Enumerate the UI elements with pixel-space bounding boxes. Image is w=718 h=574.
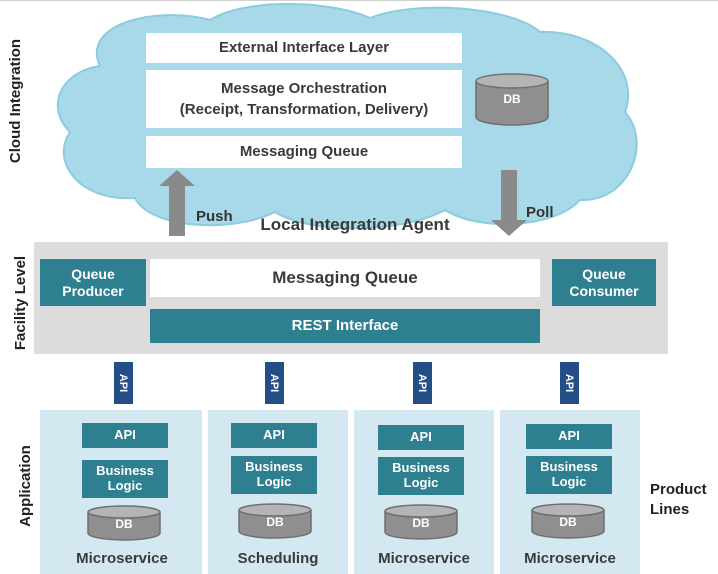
orchestration-subtitle: (Receipt, Transformation, Delivery) <box>179 101 429 118</box>
service-2-api-label: API <box>263 427 285 443</box>
api-tag-4: API <box>560 362 579 404</box>
service-4-business-logic: Business Logic <box>526 456 612 494</box>
service-2-business-logic: Business Logic <box>231 456 317 494</box>
service-1-api: API <box>82 423 168 448</box>
local-integration-agent-title: Local Integration Agent <box>260 215 450 234</box>
row-label-cloud: Cloud Integration <box>7 38 24 164</box>
product-lines-line2: Lines <box>650 501 690 518</box>
service-4-db-icon <box>531 503 605 539</box>
api-tag-4-label: API <box>563 373 576 393</box>
service-2-logic-line1: Business <box>245 459 303 475</box>
service-3-logic-line2: Logic <box>403 475 439 490</box>
service-4-logic-line1: Business <box>540 459 598 475</box>
rest-interface-label: REST Interface <box>291 317 399 335</box>
service-4-db-label: DB <box>559 515 577 529</box>
service-1-name: Microservice <box>76 550 168 567</box>
rest-interface-box: REST Interface <box>150 309 540 343</box>
service-3-business-logic: Business Logic <box>378 457 464 495</box>
service-3-api: API <box>378 425 464 450</box>
service-1-logic-line2: Logic <box>107 478 143 493</box>
product-lines-line1: Product <box>650 481 707 498</box>
queue-consumer-line2: Consumer <box>569 282 639 299</box>
cloud-messaging-queue-label: Messaging Queue <box>239 143 369 160</box>
service-4-logic-line2: Logic <box>551 474 587 489</box>
api-tag-1: API <box>114 362 133 404</box>
service-2-api: API <box>231 423 317 448</box>
api-tag-2-label: API <box>268 373 281 393</box>
api-tag-3: API <box>413 362 432 404</box>
top-divider <box>0 0 718 1</box>
cloud-db-icon <box>475 73 549 126</box>
product-lines-label: Product Lines <box>650 480 718 520</box>
orchestration-title: Message Orchestration <box>221 80 387 97</box>
external-interface-label: External Interface Layer <box>218 39 390 56</box>
service-4-name: Microservice <box>524 550 616 567</box>
service-3-db-icon <box>384 504 458 540</box>
service-3-logic-line1: Business <box>392 460 450 476</box>
poll-label: Poll <box>526 204 554 221</box>
queue-consumer-box: Queue Consumer <box>552 259 656 306</box>
service-1-db-icon <box>87 505 161 541</box>
poll-arrow-icon <box>491 170 527 236</box>
row-label-facility: Facility Level <box>12 255 29 351</box>
service-3-name: Microservice <box>378 550 470 567</box>
service-4-api-label: API <box>558 428 580 444</box>
queue-consumer-line1: Queue <box>582 266 626 283</box>
service-2-db-icon <box>238 503 312 539</box>
push-label: Push <box>196 208 233 225</box>
message-orchestration-layer: Message Orchestration (Receipt, Transfor… <box>146 70 462 128</box>
service-1-logic-line1: Business <box>96 463 154 479</box>
service-4-api: API <box>526 424 612 449</box>
api-tag-1-label: API <box>117 373 130 393</box>
api-tag-2: API <box>265 362 284 404</box>
queue-producer-line2: Producer <box>62 282 124 299</box>
service-2-logic-line2: Logic <box>256 474 292 489</box>
service-3-db-label: DB <box>412 516 430 530</box>
queue-producer-box: Queue Producer <box>40 259 146 306</box>
cloud-messaging-queue: Messaging Queue <box>146 136 462 168</box>
service-1-api-label: API <box>114 427 136 443</box>
external-interface-layer: External Interface Layer <box>146 33 462 63</box>
api-tag-3-label: API <box>416 373 429 393</box>
facility-messaging-queue: Messaging Queue <box>150 259 540 297</box>
service-3-api-label: API <box>410 429 432 445</box>
row-label-application: Application <box>17 445 34 527</box>
push-arrow-icon <box>159 170 195 236</box>
queue-producer-line1: Queue <box>71 266 115 283</box>
service-2-name: Scheduling <box>237 550 319 567</box>
cloud-db-label: DB <box>503 92 521 106</box>
service-1-business-logic: Business Logic <box>82 460 168 498</box>
facility-messaging-queue-label: Messaging Queue <box>272 268 418 287</box>
service-1-db-label: DB <box>115 517 133 531</box>
service-2-db-label: DB <box>266 515 284 529</box>
